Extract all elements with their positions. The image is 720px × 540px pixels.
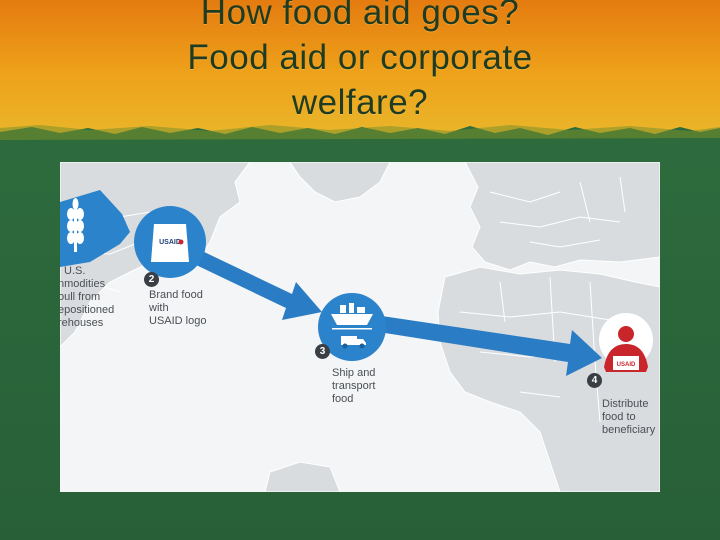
route-arrow-3-to-4 bbox=[353, 312, 602, 376]
step-1-line-5: rehouses bbox=[60, 317, 104, 329]
ship-truck-icon bbox=[331, 303, 373, 349]
step-4-number-badge: 4 bbox=[587, 373, 602, 388]
step-2-line-3: USAID logo bbox=[149, 315, 207, 327]
step-2-label: Brand food with USAID logo bbox=[149, 289, 206, 328]
step-3-number-badge: 3 bbox=[315, 344, 330, 359]
food-aid-route-map: USAID bbox=[60, 162, 660, 492]
step-3-label: Ship and transport food bbox=[332, 367, 375, 406]
step-3-line-2: transport bbox=[332, 380, 376, 392]
step-4-line-3: beneficiary bbox=[602, 424, 656, 436]
step-1-line-4: epositioned bbox=[60, 304, 115, 316]
step-2-line-1: Brand food bbox=[149, 289, 203, 301]
step-1-line-2: nmodities bbox=[60, 278, 106, 290]
title-line-2: Food aid or corporate bbox=[187, 38, 533, 77]
step-3-ship-circle bbox=[318, 293, 386, 361]
step-4-line-2: food to bbox=[602, 411, 636, 423]
step-3-line-3: food bbox=[332, 393, 354, 405]
world-map: USAID bbox=[60, 162, 660, 492]
step-4-line-1: Distribute bbox=[602, 398, 649, 410]
step-4-beneficiary-figure: USAID bbox=[599, 313, 653, 372]
africa-landmass bbox=[437, 266, 660, 492]
south-america-landmass bbox=[264, 461, 341, 492]
step-1-line-3: oull from bbox=[60, 291, 101, 303]
greenland-landmass bbox=[289, 162, 391, 203]
beneficiary-bag-usaid-mark: USAID bbox=[617, 362, 636, 368]
step-1-wheat-circle bbox=[60, 190, 130, 267]
food-bag-icon: USAID bbox=[151, 224, 189, 262]
step-2-number-badge: 2 bbox=[144, 272, 159, 287]
route-arrow-2-to-3 bbox=[194, 250, 322, 320]
person-with-bag-icon: USAID bbox=[604, 326, 648, 372]
step-1-line-1: U.S. bbox=[64, 265, 86, 277]
step-2-line-2: with bbox=[149, 302, 169, 314]
step-1-label: U.S. nmodities oull from epositioned reh… bbox=[60, 265, 114, 330]
title-line-1: How food aid goes? bbox=[200, 0, 520, 32]
wheat-icon bbox=[67, 198, 84, 252]
europe-landmass bbox=[464, 162, 660, 271]
slide-title: How food aid goes? Food aid or corporate… bbox=[0, 0, 720, 125]
step-4-label: Distribute food to beneficiary bbox=[602, 398, 655, 437]
step-2-usaid-bag-circle: USAID bbox=[134, 206, 206, 278]
bag-usaid-mark: USAID bbox=[159, 239, 181, 246]
step-3-line-1: Ship and bbox=[332, 367, 376, 379]
title-line-3: welfare? bbox=[291, 83, 429, 122]
